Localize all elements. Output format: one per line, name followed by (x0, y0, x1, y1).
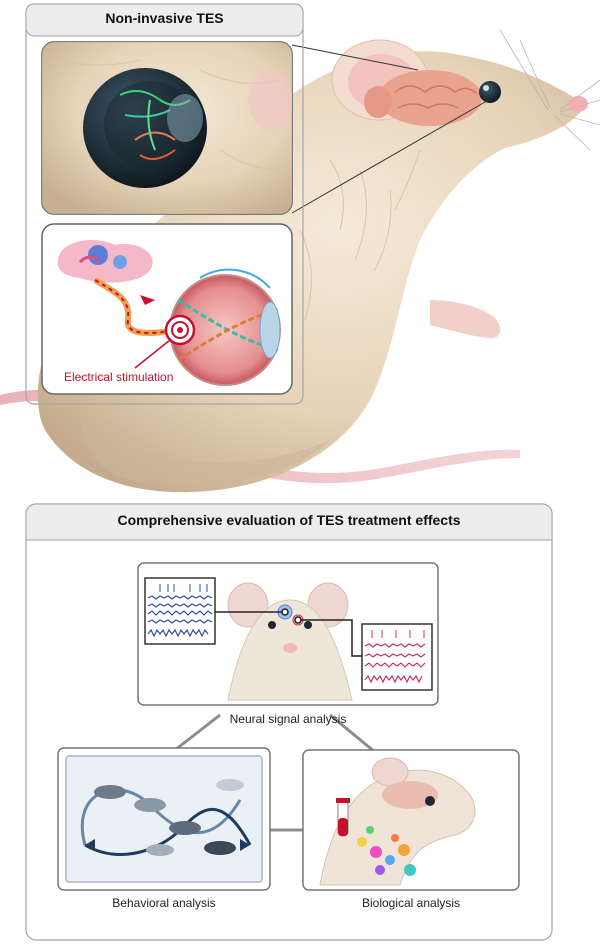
top-panel (25, 3, 304, 405)
biomarker-cells (357, 826, 416, 876)
eye-closeup-panel (41, 41, 293, 215)
zoom-connector-top (291, 44, 419, 71)
rat-paw (430, 300, 501, 339)
rat-eye-highlight (483, 85, 489, 91)
bottom-panel-title-bar (25, 503, 553, 541)
bottom-panel (25, 503, 553, 941)
analysis-connectors (174, 713, 376, 832)
rat-nose (568, 96, 588, 112)
mouse-silhouettes (94, 779, 244, 856)
top-panel-title: Non-invasive TES (105, 10, 224, 26)
rat-whiskers (499, 29, 600, 151)
mouse-head-icon (227, 582, 353, 701)
eye-reflection (167, 94, 203, 142)
mouse-eye-icon (425, 796, 435, 806)
bottom-panel-title: Comprehensive evaluation of TES treatmen… (117, 512, 461, 528)
stimulation-label: Electrical stimulation (64, 370, 174, 384)
brain-icon (57, 240, 153, 283)
eyeball-cross-section (169, 268, 281, 386)
blue-signal-traces (144, 577, 289, 645)
rat-belly-shadow (80, 420, 330, 486)
stimulation-diagram-panel (41, 223, 293, 395)
top-panel-title-bar (25, 3, 304, 37)
behavioral-caption: Behavioral analysis (112, 896, 216, 910)
test-tube-icon (336, 798, 350, 837)
neural-signal-caption: Neural signal analysis (229, 712, 347, 726)
rat-brain (364, 70, 482, 126)
stimulation-target-icon (164, 314, 196, 346)
neural-signal-panel (137, 562, 439, 706)
zoom-connector-bottom (291, 97, 493, 214)
biological-caption: Biological analysis (361, 896, 461, 910)
mouse-brain-icon (382, 781, 438, 809)
pink-signal-traces (294, 616, 433, 691)
behavioral-analysis-panel (57, 747, 271, 891)
biological-analysis-panel (302, 749, 520, 891)
direction-arrow-icon (240, 839, 250, 851)
stimulation-pointer (134, 339, 171, 369)
